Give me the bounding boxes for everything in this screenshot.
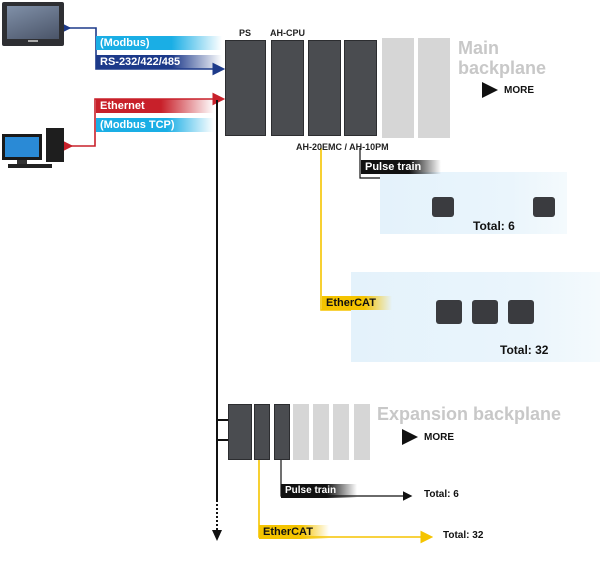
ethernet-label: Ethernet (96, 99, 214, 113)
servo-icon (432, 197, 454, 217)
modbus-label: (Modbus) (96, 36, 222, 50)
empty-slot (382, 38, 414, 138)
ps-module (225, 40, 266, 136)
hmi-screen (28, 40, 38, 42)
pulse-total: Total: 6 (473, 219, 515, 233)
exp-ps-module (228, 404, 252, 460)
empty-slot (418, 38, 450, 138)
main-backplane-line2: backplane (458, 58, 547, 78)
servo-icon (436, 300, 462, 324)
exp-pm-module (274, 404, 290, 460)
expansion-backplane-title: Expansion backplane (377, 404, 562, 424)
empty-slot (293, 404, 309, 460)
main-more-link[interactable]: MORE (504, 85, 534, 96)
exp-pulse-train-label: Pulse train (281, 484, 357, 498)
rs-label: RS-232/422/485 (96, 55, 222, 69)
emc-module (308, 40, 341, 136)
cpu-module (271, 40, 304, 136)
servo-icon (472, 300, 498, 324)
modbus-tcp-label: (Modbus TCP) (96, 118, 214, 132)
servo-icon (508, 300, 534, 324)
pulse-train-label: Pulse train (361, 160, 441, 174)
empty-slot (313, 404, 329, 460)
trunk-arrow (212, 530, 222, 541)
exp-ethercat-total: Total: 32 (443, 530, 484, 541)
empty-slot (333, 404, 349, 460)
pm-module (344, 40, 377, 136)
servo-icon (533, 197, 555, 217)
ps-label: PS (239, 28, 252, 38)
main-backplane-line1: Main (458, 38, 500, 58)
pc-icon (2, 128, 66, 172)
motion-label: AH-20EMC / AH-10PM (296, 142, 389, 152)
ethercat-label: EtherCAT (322, 296, 392, 310)
exp-ethercat-label: EtherCAT (259, 525, 329, 539)
ethercat-total: Total: 32 (500, 343, 549, 357)
empty-slot (354, 404, 370, 460)
exp-emc-module (254, 404, 270, 460)
hmi-device (2, 2, 64, 46)
expansion-more-link[interactable]: MORE (424, 432, 454, 443)
cpu-label: AH-CPU (270, 28, 305, 38)
exp-pulse-total: Total: 6 (424, 489, 459, 500)
